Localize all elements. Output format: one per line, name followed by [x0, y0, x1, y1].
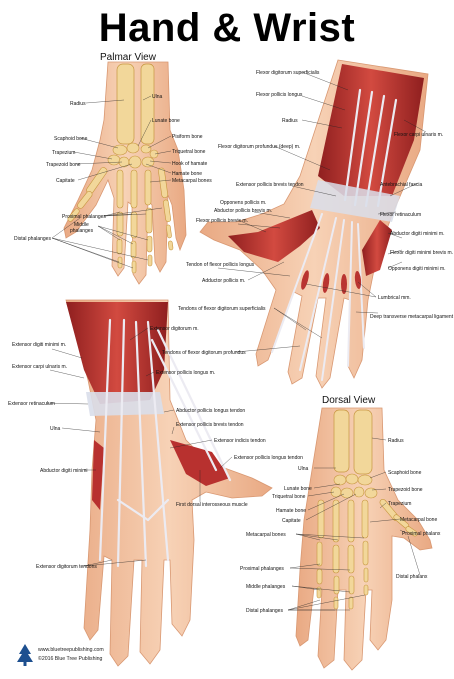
footer-copyright: ©2016 Blue Tree Publishing — [38, 656, 103, 662]
label-fdmb: Flexor digiti minimi brevis m. — [390, 250, 453, 256]
label-fcu: Flexor carpi ulnaris m. — [394, 132, 443, 138]
label-extensor-digitorum: Extensor digitorum m. — [150, 326, 199, 332]
label-edm: Extensor digiti minimi m. — [12, 342, 66, 348]
palmar-muscles-hand — [199, 59, 429, 389]
poster-title: Hand & Wrist — [98, 6, 356, 50]
label-proximal-phalanx: Proximal phalanx — [402, 531, 441, 537]
label-hamate-bone: Hamate bone — [172, 171, 202, 177]
palmar-bones-hand — [63, 61, 187, 285]
label-adm: Abductor digiti minimi m. — [390, 231, 444, 237]
label-proximal-phalanges: Proximal phalanges — [62, 214, 106, 220]
label-ulna-dorsal: Ulna — [50, 426, 61, 432]
label-capitate: Capitate — [56, 178, 75, 184]
label-middle-phalanges-line1: Middle — [74, 222, 89, 228]
label-apb: Abductor pollicis brevis m. — [214, 208, 272, 214]
label-apl-tendon: Abductor pollicis longus tendon — [176, 408, 245, 414]
label-flexor-retinaculum: Flexor retinaculum — [380, 212, 421, 218]
label-radius-palmar: Radius — [282, 118, 298, 124]
label-epl-tendon: Extensor pollicis longus tendon — [234, 455, 303, 461]
label-hamate-dorsal: Hamate bone — [276, 508, 306, 514]
label-metacarpal-bones: Metacarpal bones — [172, 178, 212, 184]
label-fdp: Flexor digitorum profundus (deep) m. — [218, 144, 300, 150]
label-middle-phalanges-dorsal: Middle phalanges — [246, 584, 286, 590]
label-epl: Extensor pollicis longus m. — [156, 370, 215, 376]
label-antebrachial-fascia: Antebrachial fascia — [380, 182, 422, 188]
label-trapezoid-dorsal: Trapezoid bone — [388, 487, 423, 493]
label-distal-phalanges: Distal phalanges — [14, 236, 51, 242]
label-fpl-tendon: Tendon of flexor pollicis longus — [186, 262, 255, 268]
label-adm-dorsal: Abductor digiti minimi — [40, 468, 88, 474]
dorsal-muscle-labels: Extensor digitorum m. Extensor digiti mi… — [8, 326, 303, 570]
label-middle-phalanges: phalanges — [70, 228, 94, 234]
label-pisiform-bone: Pisiform bone — [172, 134, 203, 140]
label-adductor-pollicis: Adductor pollicis m. — [202, 278, 245, 284]
label-extensor-indicis: Extensor indicis tendon — [214, 438, 266, 444]
palmar-view-heading: Palmar View — [100, 52, 156, 63]
label-radius-dorsal: Radius — [388, 438, 404, 444]
label-fds: Flexor digitorum superficialis — [256, 70, 320, 76]
dorsal-bone-labels: Radius Ulna Scaphoid bone Lunate bone Tr… — [240, 438, 441, 614]
label-first-dorsal-interosseous: First dorsal interosseous muscle — [176, 502, 248, 508]
label-proximal-phalanges-dorsal: Proximal phalanges — [240, 566, 284, 572]
label-lunate-bone: Lunate bone — [152, 118, 180, 124]
label-ulna-dorsal-bone: Ulna — [298, 466, 309, 472]
label-capitate-dorsal: Capitate — [282, 518, 301, 524]
label-hook-of-hamate: Hook of hamate — [172, 161, 208, 167]
dorsal-bones-hand — [295, 407, 433, 671]
label-extensor-retinaculum: Extensor retinaculum — [8, 401, 55, 407]
label-scaphoid-bone: Scaphoid bone — [54, 136, 88, 142]
tree-logo-icon — [17, 644, 33, 666]
label-metacarpal-bone-dorsal: Metacarpal bone — [400, 517, 437, 523]
label-epb-tendon-dorsal: Extensor pollicis brevis tendon — [176, 422, 244, 428]
label-distal-phalanges-dorsal: Distal phalanges — [246, 608, 283, 614]
label-fpb: Flexor pollicis brevis m. — [196, 218, 248, 224]
palmar-muscle-labels: Flexor digitorum superficialis Flexor po… — [162, 70, 454, 356]
label-scaphoid-dorsal: Scaphoid bone — [388, 470, 422, 476]
label-epb-tendon: Extensor pollicis brevis tendon — [236, 182, 304, 188]
label-triquetral-dorsal: Triquetral bone — [272, 494, 306, 500]
footer-url[interactable]: www.bluetreepublishing.com — [38, 647, 104, 653]
label-trapezium: Trapezium — [52, 150, 75, 156]
label-lunate-dorsal: Lunate bone — [284, 486, 312, 492]
label-metacarpal-bones-dorsal: Metacarpal bones — [246, 532, 286, 538]
label-trapezoid-bone: Trapezoid bone — [46, 162, 81, 168]
label-fdp-tendons: Tendons of flexor digitorum profundus — [162, 350, 246, 356]
dorsal-view-heading: Dorsal View — [322, 395, 376, 406]
label-extensor-digitorum-tendons: Extensor digitorum tendons — [36, 564, 97, 570]
label-trapezium-dorsal: Trapezium — [388, 501, 411, 507]
label-ulna: Ulna — [152, 94, 163, 100]
dorsal-muscles-hand — [65, 299, 273, 667]
leader-lines — [45, 71, 427, 611]
label-radius: Radius — [70, 101, 86, 107]
label-lumbricals: Lumbrical mm. — [378, 295, 411, 301]
label-fds-tendons: Tendons of flexor digitorum superficiali… — [178, 306, 266, 312]
label-distal-phalanx: Distal phalanx — [396, 574, 428, 580]
label-odm: Opponens digiti minimi m. — [388, 266, 446, 272]
label-triquetral-bone: Triquetral bone — [172, 149, 206, 155]
label-ecu: Extensor carpi ulnaris m. — [12, 364, 67, 370]
label-fpl: Flexor pollicis longus — [256, 92, 303, 98]
label-dtml: Deep transverse metacarpal ligament — [370, 314, 454, 320]
label-opponens-pollicis: Opponens pollicis m. — [220, 200, 266, 206]
palmar-bone-labels: Radius Ulna Lunate bone Scaphoid bone Pi… — [14, 94, 212, 242]
